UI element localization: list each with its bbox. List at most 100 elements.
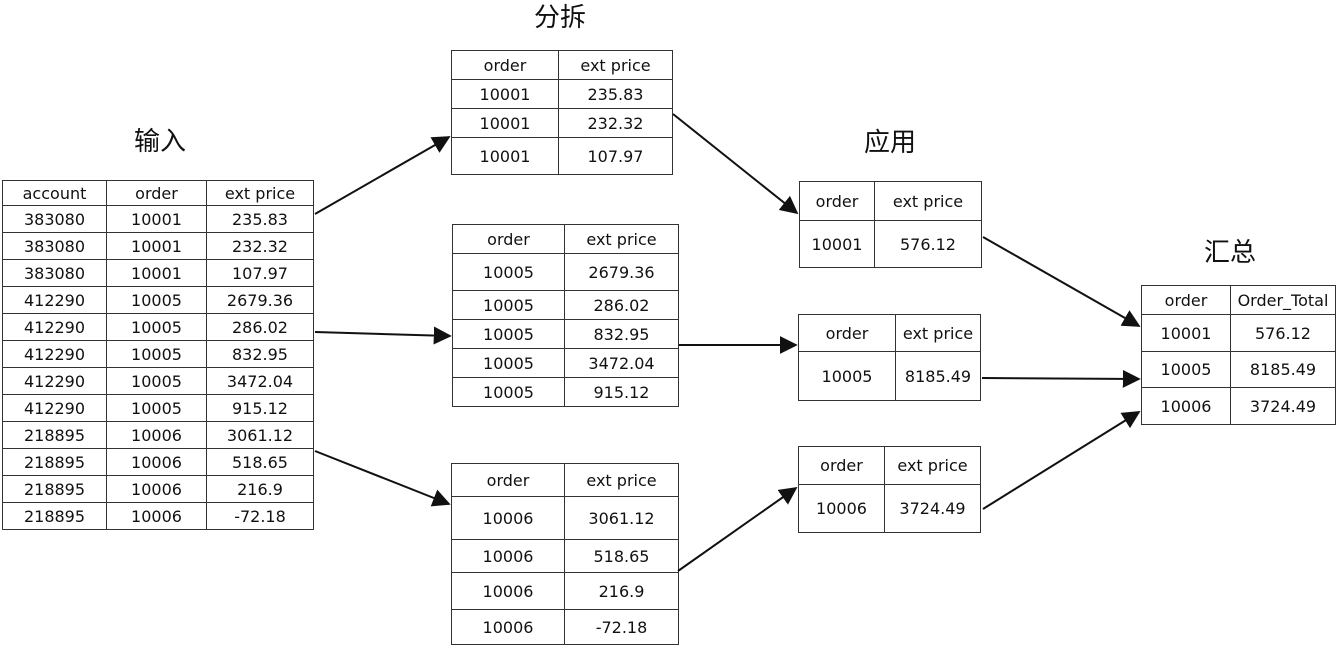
apply-table-header-cell: order [799, 181, 875, 221]
apply-table-header-cell: ext price [895, 314, 981, 352]
split-table-cell: 10006 [451, 609, 565, 645]
input-table-cell: 832.95 [206, 340, 314, 368]
apply-table-cell: 10001 [799, 220, 875, 268]
input-table-header-cell: ext price [206, 180, 314, 206]
combine-table-header-cell: Order_Total [1230, 285, 1336, 315]
split-table-header-cell: ext price [564, 224, 679, 254]
combine-table-cell: 10005 [1141, 351, 1231, 388]
apply-table-header-cell: ext price [884, 446, 981, 485]
split-table-cell: 10005 [452, 377, 565, 407]
arrow-input-to-split-10005 [314, 326, 452, 345]
split-table-header-cell: order [451, 50, 559, 80]
input-table-cell: 232.32 [206, 232, 314, 260]
input-table-cell: 10001 [106, 259, 207, 287]
stage-title-apply: 应用 [863, 128, 916, 158]
input-table-cell: 412290 [2, 313, 107, 341]
input-table-cell: 10005 [106, 286, 207, 314]
split-table-header-cell: ext price [564, 463, 679, 497]
arrow-apply-10006-to-combine [982, 411, 1141, 510]
split-table-cell: 10001 [451, 79, 559, 109]
apply-table-cell: 10005 [798, 351, 896, 401]
input-table-cell: 383080 [2, 205, 107, 233]
arrow-split-10001-to-apply [672, 113, 799, 215]
input-table-cell: 383080 [2, 232, 107, 260]
arrow-apply-10005-to-combine [981, 369, 1141, 388]
apply-table-header-cell: order [798, 314, 896, 352]
input-table-cell: 10001 [106, 205, 207, 233]
input-table-cell: 10005 [106, 340, 207, 368]
input-table-header-cell: account [2, 180, 107, 206]
split-table-cell: 518.65 [564, 539, 679, 573]
combine-table-cell: 3724.49 [1230, 387, 1336, 425]
split-table-cell: 10001 [451, 137, 559, 175]
input-table-cell: 107.97 [206, 259, 314, 287]
split-table-cell: 216.9 [564, 572, 679, 610]
apply-table-cell: 10006 [798, 484, 885, 533]
input-table-cell: 218895 [2, 502, 107, 530]
arrow-apply-10001-to-combine [982, 236, 1141, 327]
split-table-row: 10006-72.18 [451, 609, 679, 645]
split-table-cell: 10005 [452, 290, 565, 320]
input-table-cell: 915.12 [206, 394, 314, 422]
split-table-cell: -72.18 [564, 609, 679, 645]
input-table-cell: 10006 [106, 448, 207, 476]
combine-table-cell: 8185.49 [1230, 351, 1336, 388]
split-table-header-cell: order [451, 463, 565, 497]
input-table-cell: 10001 [106, 232, 207, 260]
split-table-cell: 107.97 [558, 137, 673, 175]
split-table-cell: 3061.12 [564, 496, 679, 540]
split-table-cell: 10005 [452, 348, 565, 378]
split-table-cell: 232.32 [558, 108, 673, 138]
stage-title-input: 输入 [133, 127, 186, 157]
split-table-cell: 286.02 [564, 290, 679, 320]
split-table-header-cell: ext price [558, 50, 673, 80]
input-table-cell: 10005 [106, 394, 207, 422]
arrow-input-to-split-10006 [314, 450, 451, 507]
stage-title-combine: 汇总 [1203, 238, 1256, 268]
split-table-cell: 10005 [452, 319, 565, 349]
split-table-cell: 915.12 [564, 377, 679, 407]
split-table-cell: 3472.04 [564, 348, 679, 378]
apply-table-cell: 3724.49 [884, 484, 981, 533]
input-table-cell: 286.02 [206, 313, 314, 341]
input-table-cell: 518.65 [206, 448, 314, 476]
arrow-input-to-split-10001 [314, 136, 451, 215]
combine-table-cell: 10006 [1141, 387, 1231, 425]
input-table-cell: 383080 [2, 259, 107, 287]
input-table-cell: 10006 [106, 421, 207, 449]
input-table-cell: 2679.36 [206, 286, 314, 314]
split-table-cell: 10006 [451, 572, 565, 610]
split-table-cell: 2679.36 [564, 253, 679, 291]
arrow-split-10006-to-apply [677, 486, 798, 572]
